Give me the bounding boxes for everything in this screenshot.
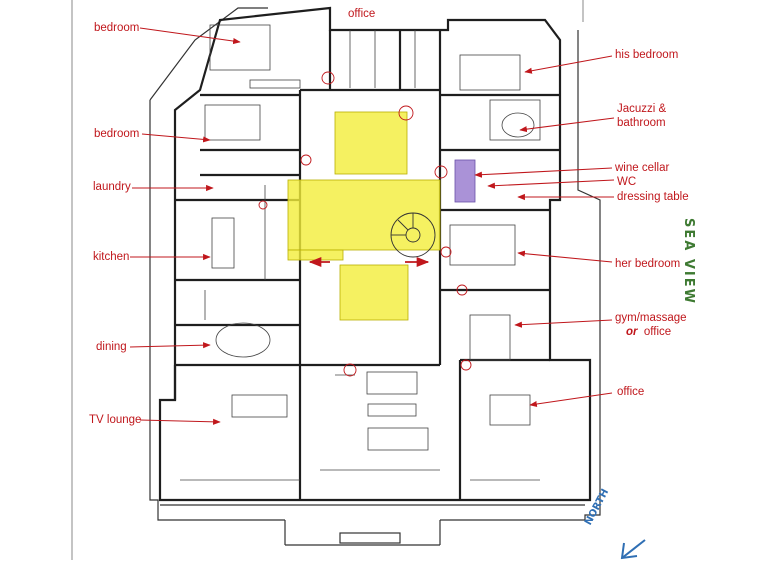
gym-label-line2: or office [626,326,671,339]
north-arrow-icon [620,539,646,560]
wc-label: WC [617,176,637,188]
dining-label: dining [96,341,127,353]
page-frame-lines [71,0,584,560]
her-bedroom-label: her bedroom [615,258,681,270]
door-markers [258,71,472,377]
gym-office-word: office [643,326,672,338]
jacuzzi-label-line1: Jacuzzi & [617,103,667,115]
dressing-table-label: dressing table [617,191,689,203]
kitchen-label: kitchen [93,251,130,263]
spiral-stair [390,212,436,258]
bedroom-label-2: bedroom [94,128,140,140]
gym-or-word: or [626,326,638,338]
laundry-label: laundry [93,181,131,193]
jacuzzi-label-line2: bathroom [617,117,666,129]
bedroom-label-1: bedroom [94,22,140,34]
wine-cellar-label: wine cellar [615,162,670,174]
gym-label-line1: gym/massage [615,312,687,324]
label-arrows [129,27,615,425]
office-right-label: office [617,386,645,398]
sea-view-label: SEA VIEW [681,218,696,305]
interior-details [180,24,541,481]
wine-cellar-area [454,159,476,203]
office-top-label: office [348,8,376,20]
his-bedroom-label: his bedroom [615,49,679,61]
tv-lounge-label: TV lounge [89,414,142,426]
terrace-outline [149,7,601,546]
highlighted-core [287,111,441,321]
